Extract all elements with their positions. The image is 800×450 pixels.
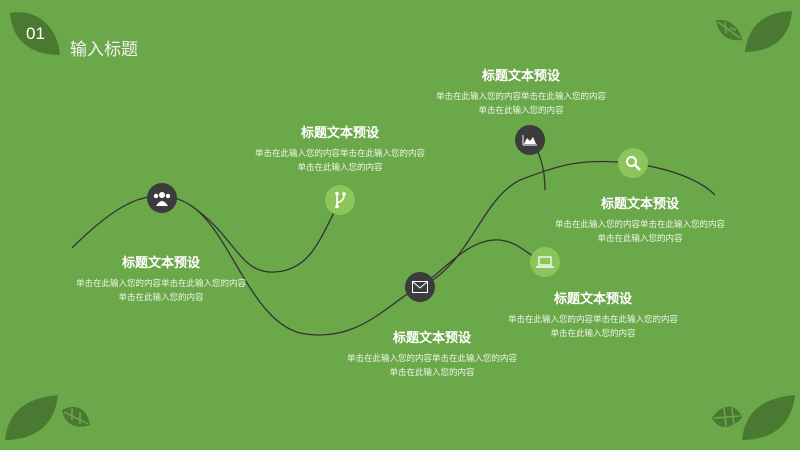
item-title[interactable]: 标题文本预设 [600, 197, 679, 212]
chart-icon [515, 125, 545, 155]
item-title[interactable]: 标题文本预设 [300, 126, 379, 141]
item-block-5: 标题文本预设单击在此输入您的内容单击在此输入您的内容单击在此输入您的内容 [508, 288, 678, 341]
slide-title[interactable]: 输入标题 [70, 40, 138, 60]
leaf-bottom-right-icon [712, 395, 795, 440]
item-title[interactable]: 标题文本预设 [481, 69, 560, 84]
item-title[interactable]: 标题文本预设 [121, 256, 200, 271]
item-desc[interactable]: 单击在此输入您的内容单击在此输入您的内容单击在此输入您的内容 [76, 279, 247, 303]
item-desc[interactable]: 单击在此输入您的内容单击在此输入您的内容单击在此输入您的内容 [347, 354, 518, 378]
item-desc[interactable]: 单击在此输入您的内容单击在此输入您的内容单击在此输入您的内容 [255, 149, 426, 173]
item-block-3: 标题文本预设单击在此输入您的内容单击在此输入您的内容单击在此输入您的内容 [347, 327, 517, 380]
laptop-icon [530, 247, 560, 277]
leaf-top-right-icon [716, 11, 792, 52]
branch-icon [325, 185, 355, 215]
item-title[interactable]: 标题文本预设 [553, 292, 632, 307]
leaf-bottom-left-icon [5, 395, 90, 440]
item-desc[interactable]: 单击在此输入您的内容单击在此输入您的内容单击在此输入您的内容 [436, 92, 607, 116]
slide-number: 01 [26, 24, 45, 43]
leaf-title-icon [10, 12, 60, 55]
item-desc[interactable]: 单击在此输入您的内容单击在此输入您的内容单击在此输入您的内容 [508, 315, 679, 339]
item-block-6: 标题文本预设单击在此输入您的内容单击在此输入您的内容单击在此输入您的内容 [555, 193, 725, 246]
item-desc[interactable]: 单击在此输入您的内容单击在此输入您的内容单击在此输入您的内容 [555, 220, 726, 244]
item-block-1: 标题文本预设单击在此输入您的内容单击在此输入您的内容单击在此输入您的内容 [76, 252, 246, 305]
search-icon [618, 148, 648, 178]
item-block-4: 标题文本预设单击在此输入您的内容单击在此输入您的内容单击在此输入您的内容 [436, 65, 606, 118]
item-block-2: 标题文本预设单击在此输入您的内容单击在此输入您的内容单击在此输入您的内容 [255, 122, 425, 175]
item-title[interactable]: 标题文本预设 [392, 331, 471, 346]
envelope-icon [405, 272, 435, 302]
people-icon [147, 183, 177, 213]
